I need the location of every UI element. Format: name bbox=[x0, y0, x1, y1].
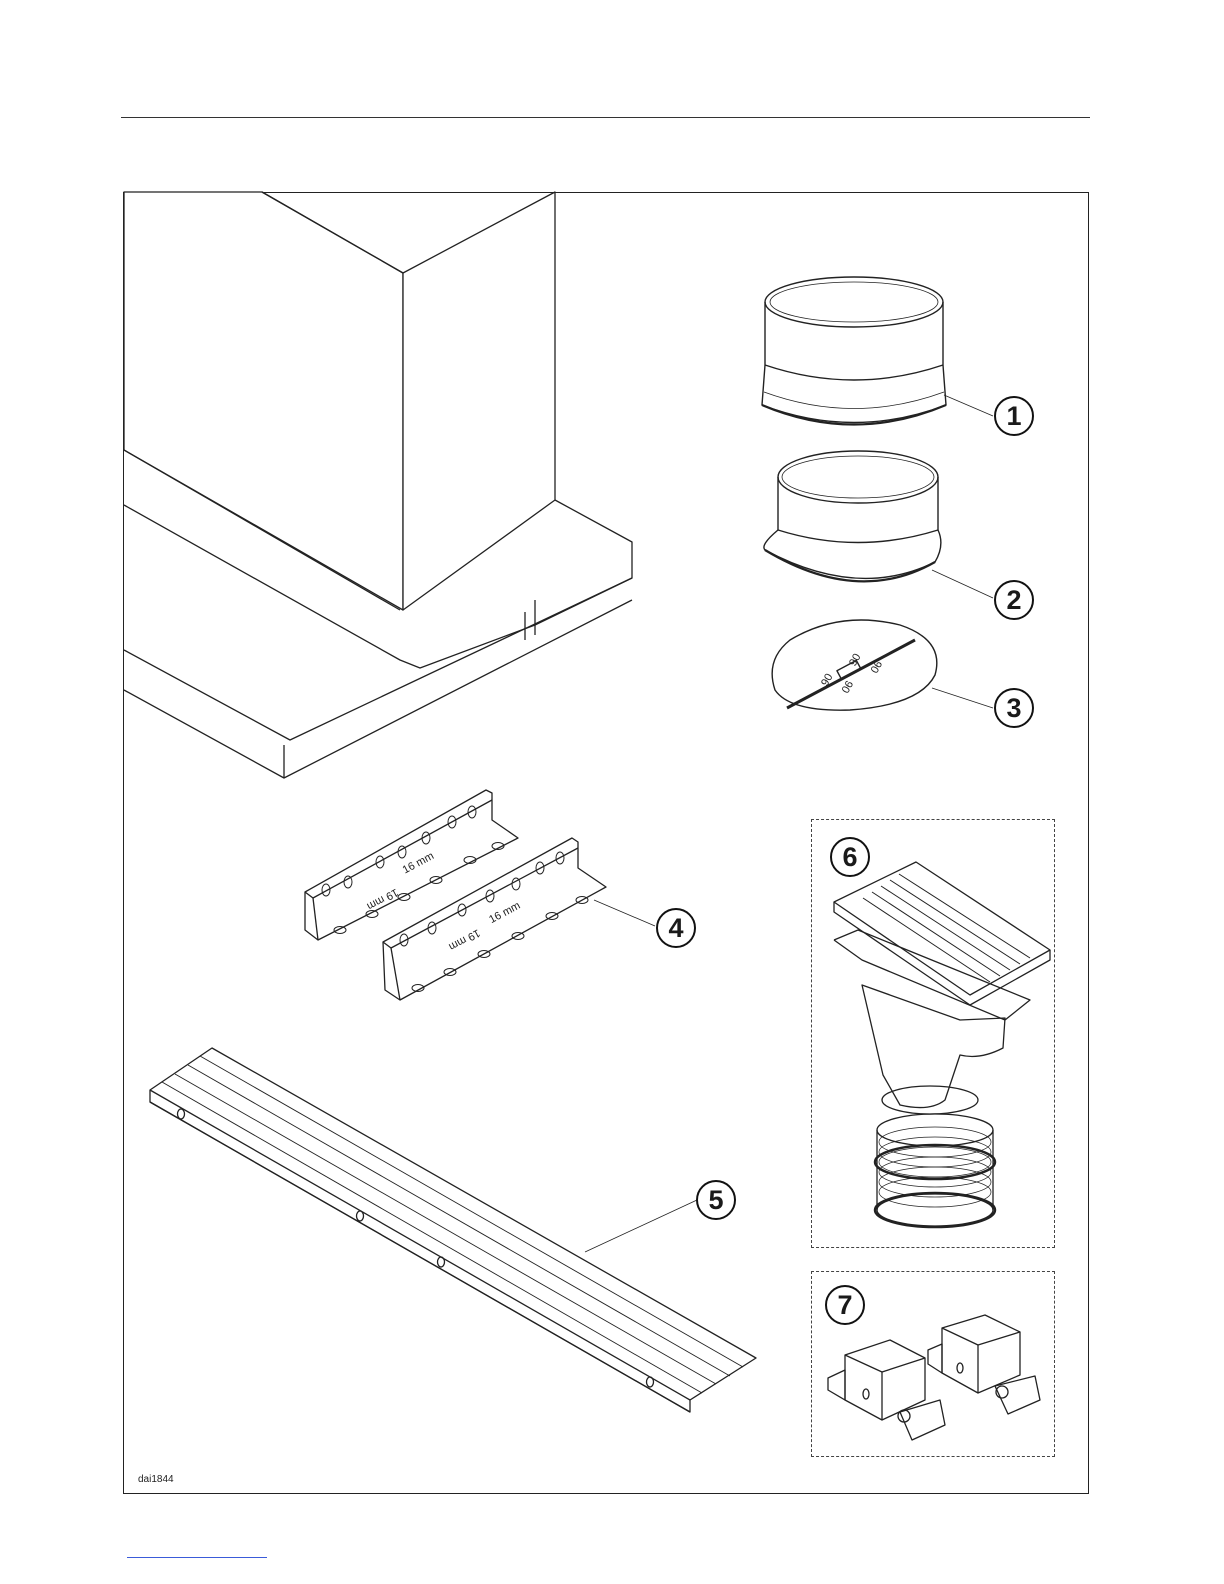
damper-label-b: 90 bbox=[847, 652, 864, 669]
callout-2: 2 bbox=[994, 580, 1034, 620]
figure-code: dai1844 bbox=[138, 1474, 174, 1485]
ring-1 bbox=[762, 277, 946, 425]
footer-link-rule bbox=[127, 1557, 267, 1558]
leader-4 bbox=[594, 900, 655, 926]
leader-1 bbox=[944, 395, 993, 416]
bracket-label-19mm-a: 19 mm bbox=[365, 886, 400, 912]
callout-1: 1 bbox=[994, 396, 1034, 436]
callout-6: 6 bbox=[830, 837, 870, 877]
bracket-label-16mm-b: 16 mm bbox=[487, 900, 522, 926]
kit-6-box bbox=[811, 819, 1055, 1248]
rail-5 bbox=[150, 1048, 756, 1412]
leader-5 bbox=[585, 1200, 697, 1252]
ring-2 bbox=[764, 451, 941, 581]
callout-5: 5 bbox=[696, 1180, 736, 1220]
damper-label-a: 90 bbox=[819, 672, 836, 689]
callout-7: 7 bbox=[825, 1285, 865, 1325]
bracket-label-19mm-b: 19 mm bbox=[447, 926, 482, 952]
callout-3: 3 bbox=[994, 688, 1034, 728]
hood-chimney bbox=[124, 192, 555, 610]
mounting-brackets-4 bbox=[305, 790, 606, 1000]
leader-3 bbox=[932, 688, 993, 708]
callout-4: 4 bbox=[656, 908, 696, 948]
leader-2 bbox=[932, 570, 993, 598]
damper-label-d: 90 bbox=[867, 658, 884, 675]
